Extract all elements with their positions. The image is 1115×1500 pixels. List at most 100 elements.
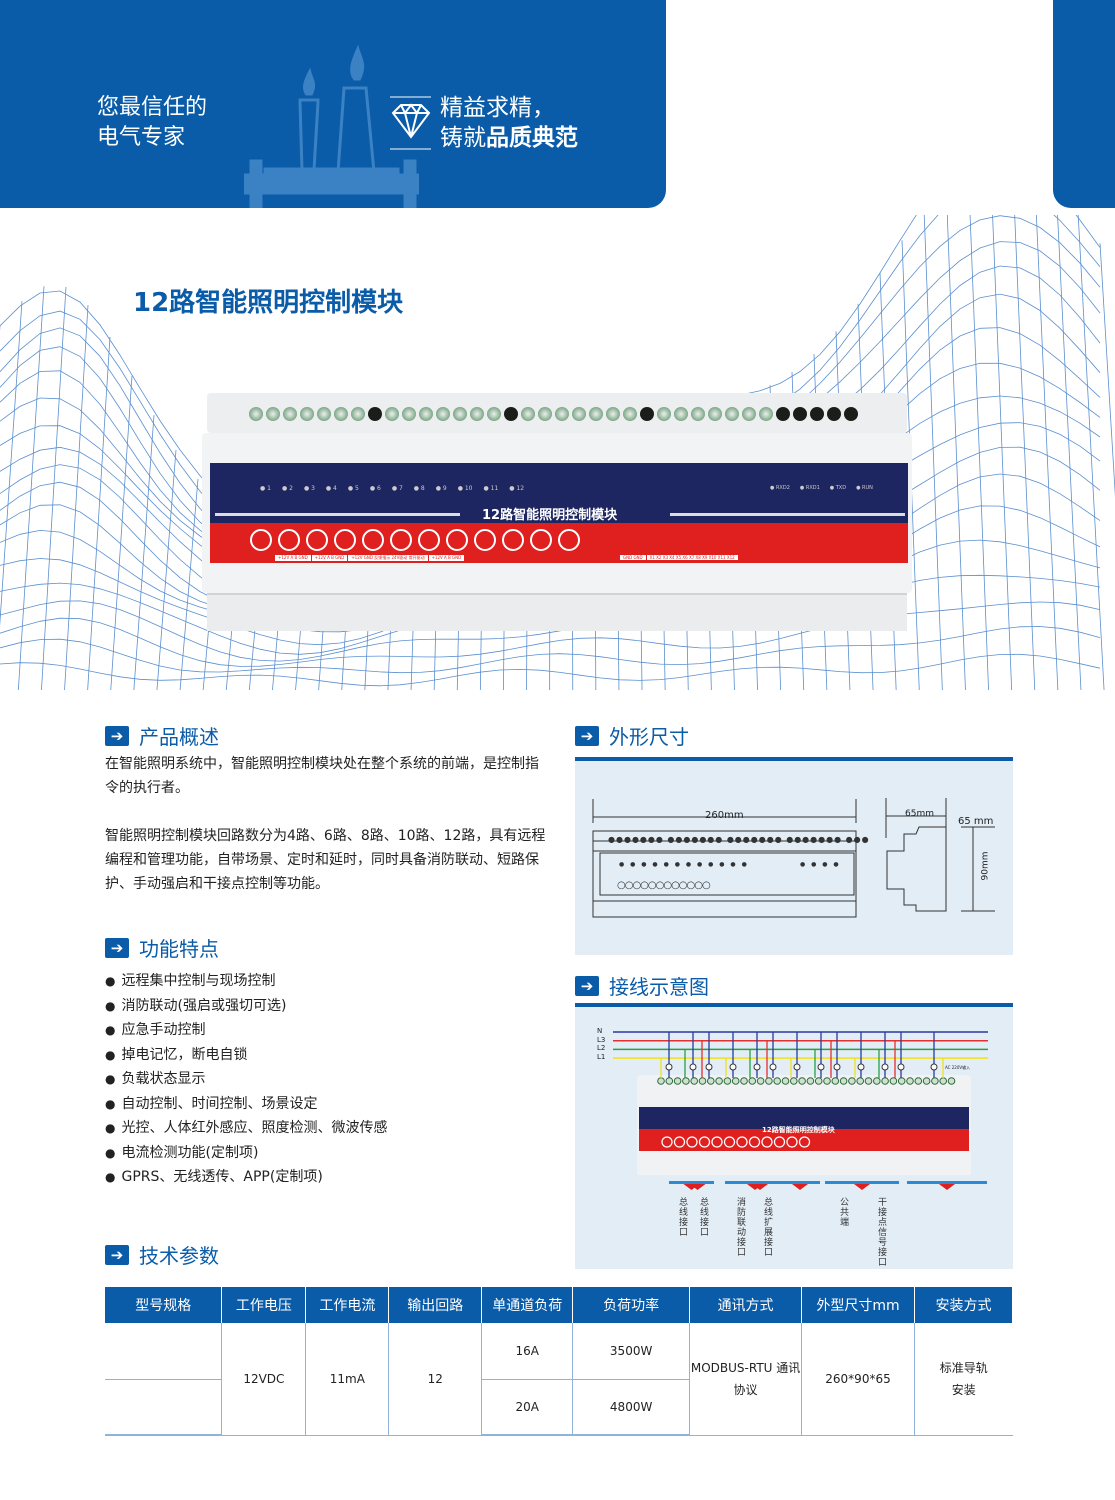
terminal-screw: [334, 407, 348, 421]
manual-switch-button: [418, 529, 440, 551]
terminal-screw: [521, 407, 535, 421]
cell-current: 11mA: [305, 1323, 390, 1436]
column-header: 通讯方式: [689, 1287, 803, 1323]
terminal-screw: [402, 407, 416, 421]
terminal-screw: [844, 407, 858, 421]
mesh-line: [110, 375, 133, 690]
manual-switch-button: [390, 529, 412, 551]
column-header: 负荷功率: [572, 1287, 691, 1323]
slogan-right: 精益求精， 铸就品质典范: [440, 93, 578, 153]
line-label: L1: [597, 1053, 606, 1062]
terminal-screw: [453, 407, 467, 421]
port-marker: [792, 1184, 808, 1190]
channel-indicator: ● 5: [347, 485, 359, 492]
mesh-line: [923, 215, 943, 690]
feature-item: 自动控制、时间控制、场景设定: [105, 1092, 387, 1117]
breaker: [705, 1063, 713, 1071]
status-led: ● RUN: [856, 485, 873, 491]
terminal: [947, 1077, 956, 1085]
line-label: L3: [597, 1035, 606, 1044]
cell-voltage: 12VDC: [221, 1323, 307, 1436]
panel-title: 12路智能照明控制模块: [482, 508, 618, 523]
feature-item: 应急手动控制: [105, 1018, 387, 1043]
column-header: 型号规格: [105, 1287, 223, 1323]
status-led: ● RXD2: [770, 485, 790, 491]
manual-switch-button: [446, 529, 468, 551]
breaker: [665, 1063, 673, 1071]
port-strip: [690, 1181, 705, 1184]
mesh-line: [1077, 215, 1105, 690]
slogan-line: 精益求精，: [440, 95, 555, 121]
channel-indicator: ● 1: [260, 485, 271, 492]
features-list: 远程集中控制与现场控制消防联动(强启或强切可选)应急手动控制掉电记忆，断电自锁负…: [105, 969, 387, 1190]
terminal: [748, 1077, 757, 1085]
terminal: [698, 1077, 707, 1085]
port-label: 总线扩展接口: [762, 1197, 772, 1257]
line-label: N: [597, 1027, 603, 1035]
column-header: 安装方式: [914, 1287, 1014, 1323]
terminal: [881, 1077, 889, 1085]
breaker: [833, 1063, 841, 1071]
cell-power: 3500W: [572, 1323, 691, 1380]
port-label: 总线接口: [677, 1197, 687, 1237]
manual-switch-button: [362, 529, 384, 551]
terminal: [715, 1077, 723, 1085]
terminal: [848, 1077, 856, 1085]
port-marker: [939, 1184, 955, 1190]
terminal-screw: [487, 407, 501, 421]
terminal: [897, 1077, 906, 1085]
terminal-screw: [249, 407, 263, 421]
mesh-line: [179, 478, 199, 690]
breaker: [881, 1063, 889, 1071]
channel-indicator: ● 6: [369, 485, 381, 492]
terminal-screw: [419, 407, 433, 421]
wiring-panel-title: 12路智能照明控制模块: [762, 1126, 835, 1134]
terminal: [740, 1077, 748, 1085]
slogan-left: 您最信任的 电气专家: [97, 93, 207, 153]
port-marker: [689, 1184, 706, 1190]
terminal: [773, 1077, 781, 1085]
cell-install: 标准导轨 安装: [913, 1323, 1013, 1436]
breaker: [857, 1063, 865, 1071]
channel-indicator: ● 7: [391, 485, 403, 492]
manual-switch-button: [711, 1136, 723, 1148]
manual-switch-button: [686, 1136, 698, 1148]
overview-para: 智能照明控制模块回路数分为4路、6路、8路、10路、12路，具有远程编程和管理功…: [105, 828, 546, 892]
feature-item: 掉电记忆，断电自锁: [105, 1043, 387, 1068]
terminal-screw: [742, 407, 756, 421]
manual-switch-button: [306, 529, 328, 551]
manual-switch-button: [723, 1136, 736, 1148]
terminal-label: X1 X2 X3 X4 X5 X6 X7 X8 X9 X10 X11 X12: [646, 555, 738, 560]
port-label: 干接点信号接口: [876, 1197, 886, 1267]
slogan-prefix: 铸就: [440, 125, 486, 151]
terminal-label: +12V A B GND: [311, 555, 348, 561]
terminal: [781, 1077, 790, 1085]
wiring-heading: ➔接线示意图: [575, 971, 709, 1000]
channel-indicator: ● 12: [509, 485, 525, 492]
cell-load: 20A: [481, 1379, 574, 1436]
terminal-label: +12V A B GND: [428, 555, 465, 561]
mesh-line: [41, 286, 67, 690]
manual-switch-button: [278, 529, 300, 551]
terminal-screw: [555, 407, 569, 421]
diamond-icon: [390, 96, 431, 150]
terminal: [657, 1077, 665, 1085]
manual-switch-button: [736, 1136, 748, 1148]
manual-switch-button: [502, 529, 524, 551]
slogan-line: 电气专家: [97, 125, 186, 150]
port-strip: [754, 1181, 766, 1184]
header-banner: 您最信任的 电气专家 精益求精， 铸就品质典范: [0, 0, 666, 208]
column-header: 单通道负荷: [481, 1287, 574, 1323]
column-header: 工作电压: [221, 1287, 307, 1323]
cell-model-2: [105, 1379, 223, 1436]
terminal: [906, 1077, 914, 1085]
terminal-screw: [385, 407, 399, 421]
arrow-icon: ➔: [105, 1244, 129, 1265]
mesh-line: [992, 215, 1013, 690]
header-corner: [1053, 0, 1115, 208]
cell-load: 16A: [481, 1323, 574, 1380]
mesh-line: [946, 215, 966, 690]
manual-switch-button: [474, 529, 496, 551]
arrow-icon: ➔: [575, 725, 599, 746]
